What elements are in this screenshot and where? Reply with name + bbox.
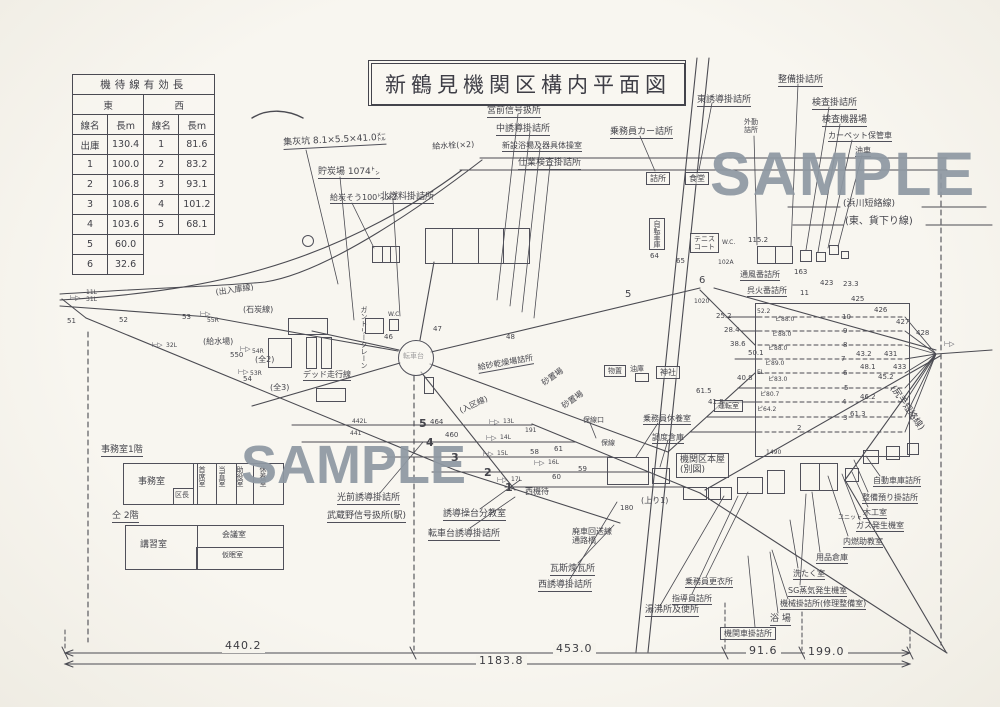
- table-column-header: 線名: [72, 114, 108, 135]
- table-cell: 68.1: [178, 214, 216, 235]
- table-cell: [179, 235, 215, 255]
- table-cell: 1: [143, 134, 180, 155]
- table-cell: 101.2: [178, 194, 216, 215]
- table-cell: 81.6: [178, 134, 216, 155]
- table-cell: 出庫: [72, 134, 108, 155]
- table-cell: 5: [72, 234, 108, 255]
- sample-watermark: SAMPLE: [710, 140, 977, 208]
- table-cell: 2: [143, 154, 180, 175]
- table-cell: 130.4: [106, 134, 145, 155]
- table-cell: [144, 255, 179, 275]
- table-group-header: 東: [71, 94, 145, 115]
- table-cell: 1: [72, 154, 108, 175]
- table-cell: 5: [143, 214, 180, 235]
- table-column-header: 線名: [143, 114, 180, 135]
- table-cell: 103.6: [106, 214, 145, 235]
- table-cell: [144, 235, 179, 255]
- dimension-lines: [61, 602, 914, 668]
- table-cell: 83.2: [178, 154, 216, 175]
- table-cell: 32.6: [106, 254, 145, 275]
- table-column-header: 長m: [106, 114, 145, 135]
- table-group-row: 東西: [71, 94, 216, 115]
- drawing-title-box: 新鶴見機関区構内平面図: [368, 60, 686, 106]
- table-cell: 6: [72, 254, 108, 275]
- table-cell: 60.0: [106, 234, 145, 255]
- table-cell: 108.6: [106, 194, 145, 215]
- table-cell: 93.1: [178, 174, 216, 195]
- table-group-header: 西: [143, 94, 216, 115]
- sample-watermark: SAMPLE: [241, 435, 467, 495]
- table-cell: 4: [72, 214, 108, 235]
- table-cell: [179, 255, 215, 275]
- table-cell: 3: [143, 174, 180, 195]
- page-title: 新鶴見機関区構内平面図: [371, 63, 685, 105]
- table-cell: 3: [72, 194, 108, 215]
- table-cell: 106.8: [106, 174, 145, 195]
- table-cell: 2: [72, 174, 108, 195]
- table-column-header: 長m: [178, 114, 216, 135]
- table-cell: 100.0: [106, 154, 145, 175]
- table-cell: 4: [143, 194, 180, 215]
- table-title: 機待線有効長: [71, 74, 216, 95]
